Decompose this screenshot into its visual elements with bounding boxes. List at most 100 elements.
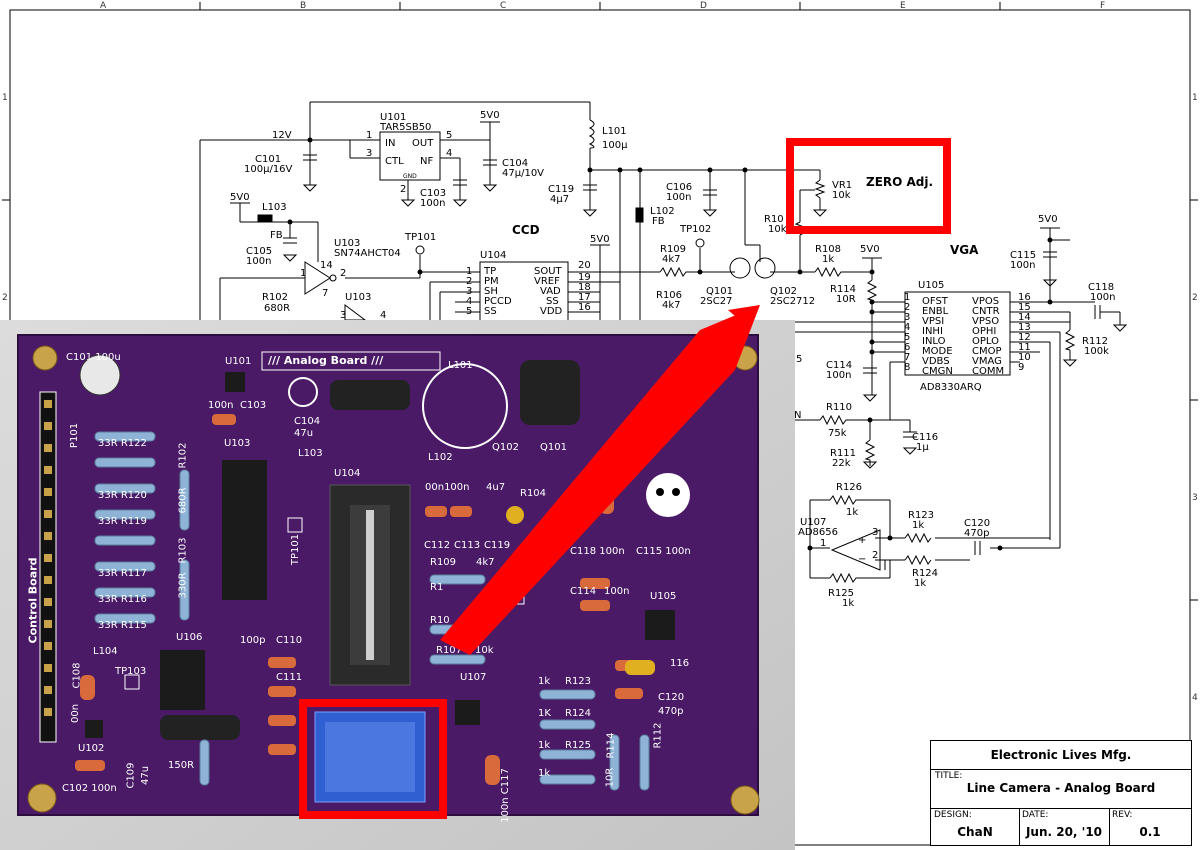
r10-val: 10k	[768, 224, 787, 235]
silk-c111: C111	[276, 672, 303, 683]
u105-lp5: 6	[904, 342, 910, 353]
silk-10k: 10k	[475, 645, 494, 656]
c103-val: 100n	[420, 198, 445, 209]
rail-5v0-4: 5V0	[860, 244, 880, 255]
c120-val: 470p	[964, 528, 989, 539]
silk-116: 116	[670, 658, 690, 669]
u105-l6: VDBS	[922, 356, 950, 367]
zero-adj-highlight	[786, 138, 951, 234]
silk-1k-c: 1k	[538, 768, 551, 779]
u104-r2: VAD	[540, 286, 561, 297]
l103-ref: L103	[262, 202, 287, 213]
c115-ref: C115	[1010, 250, 1036, 261]
silk-1k-cap: 1K	[538, 708, 551, 719]
silk-u103: U103	[224, 438, 251, 449]
u105-rp0: 16	[1018, 292, 1031, 303]
u101-out: OUT	[412, 138, 434, 149]
u105-r7: COMM	[972, 366, 1004, 377]
r125-res	[829, 572, 870, 584]
r108-val: 1k	[822, 254, 834, 265]
pcb-photo: /// Analog Board /// Control Board U101 …	[0, 320, 795, 850]
u101-ic	[225, 372, 245, 392]
c115-val: 100n	[1010, 260, 1035, 271]
vr1-pot	[814, 179, 826, 199]
r111-ref: R111	[830, 448, 856, 459]
silk-r119: 33R R119	[98, 516, 147, 527]
r109-res	[659, 266, 690, 278]
l102-ref: L102	[650, 206, 675, 217]
silk-q101: Q101	[540, 442, 567, 453]
row-mark-3-right: 3	[1192, 493, 1198, 503]
col-mark-b: B	[300, 1, 306, 11]
row-mark-1: 1	[2, 93, 8, 103]
tb-company: Electronic Lives Mfg.	[931, 741, 1191, 770]
u103-ref: U103	[334, 238, 360, 249]
row-mark-2: 2	[2, 293, 8, 303]
u103-p3: 3	[340, 310, 346, 321]
r106-val: 4k7	[662, 300, 681, 311]
u107-p3: 3	[872, 527, 878, 538]
l102-fb	[635, 207, 644, 223]
u101-part: TAR5SB50	[379, 122, 431, 133]
zero-adj-label: ZERO Adj.	[866, 175, 933, 189]
u103-ic	[222, 460, 267, 600]
u105-r0: VPOS	[972, 296, 999, 307]
u103-gate-a	[304, 261, 331, 295]
silk-board-label: /// Analog Board ///	[268, 354, 384, 367]
silk-u102: U102	[78, 743, 105, 754]
u105-r2: VPSO	[972, 316, 999, 327]
r123-ref: R123	[908, 510, 934, 521]
c104-cap	[330, 380, 410, 410]
u105-rp5: 11	[1018, 342, 1031, 353]
q102-val: 2SC2712	[770, 296, 815, 307]
u105-lp6: 7	[904, 352, 910, 363]
rail-5v0-2: 5V0	[230, 192, 250, 203]
u107-plus: +	[858, 535, 866, 546]
u107-ref: U107	[800, 517, 826, 528]
vr1-val: 10k	[832, 190, 851, 201]
silk-r1: R1	[430, 582, 444, 593]
u107-part: AD8656	[798, 527, 838, 538]
u107-ic	[455, 700, 480, 725]
silk-l102: L102	[428, 452, 453, 463]
u101-body	[379, 131, 441, 181]
c106-ref: C106	[666, 182, 692, 193]
u103-p1: 1	[300, 268, 306, 279]
l101-val: 100µ	[602, 140, 628, 151]
u104-rp2: 18	[578, 282, 591, 293]
u105-l3: INHI	[922, 326, 943, 337]
u105-r3: OPHI	[972, 326, 996, 337]
silk-r104: R104	[520, 488, 547, 499]
rail-12v: 12V	[272, 130, 292, 141]
tp101-circle	[415, 245, 425, 255]
u104-rp3: 17	[578, 292, 591, 303]
l102-val: FB	[652, 216, 665, 227]
l103-val: FB	[270, 230, 283, 241]
u103-p14: 14	[320, 260, 333, 271]
u105-l0: OFST	[922, 296, 949, 307]
section-ccd: CCD	[512, 223, 540, 237]
silk-330r: 330R	[177, 572, 189, 599]
silk-1k-b: 1k	[538, 740, 551, 751]
silk-c117: 100n C117	[499, 768, 511, 823]
r126-ref: R126	[836, 482, 862, 493]
col-mark-e: E	[900, 1, 906, 11]
r108-res	[814, 266, 845, 278]
silk-control-board: Control Board	[26, 557, 40, 644]
silk-c115: C115 100n	[636, 546, 691, 557]
silk-r109: R109	[430, 557, 457, 568]
silk-1k: 1k	[538, 676, 551, 687]
r10-ref: R10	[764, 214, 784, 225]
silk-r114: R114	[605, 732, 617, 759]
c104-ref: C104	[502, 158, 528, 169]
r112-res	[1064, 329, 1076, 351]
u105-ic	[645, 610, 675, 640]
r109-val: 4k7	[662, 254, 681, 265]
silk-r116: 33R R116	[98, 594, 147, 605]
q102-body	[754, 257, 776, 279]
silk-00n100n: 00n100n	[425, 482, 470, 493]
u104-r3: SS	[546, 296, 559, 307]
c105-ref: C105	[246, 246, 272, 257]
silk-p101: P101	[69, 422, 81, 449]
q101-val: 2SC27	[700, 296, 732, 307]
